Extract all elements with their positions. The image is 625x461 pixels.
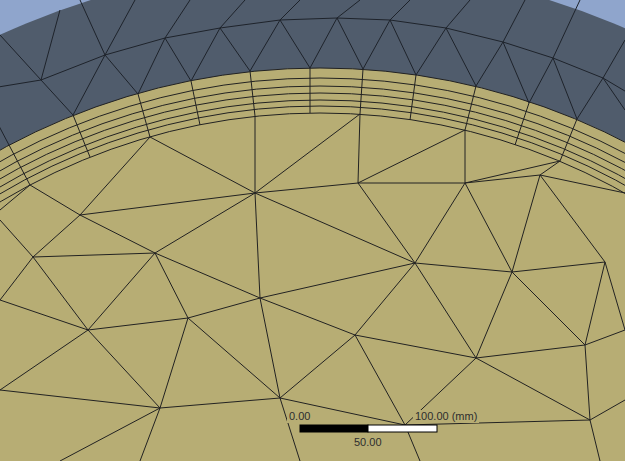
scale-label: 50.00: [352, 436, 384, 449]
body-face: [0, 68, 625, 461]
layer-radial-lines: [9, 68, 625, 193]
scale-bar: [300, 425, 437, 432]
triangle-mesh: [0, 114, 625, 461]
scale-label: 100.00 (mm): [413, 410, 479, 423]
outer-mesh-lines: [0, 0, 625, 145]
inflation-layers: [0, 68, 625, 461]
scale-label: 0.00: [287, 410, 312, 423]
